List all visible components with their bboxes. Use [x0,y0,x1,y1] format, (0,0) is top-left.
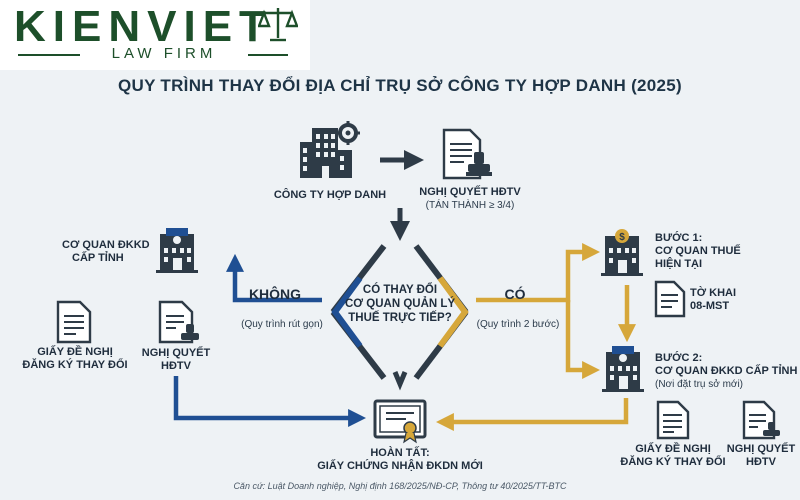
step2-line-3: (Nơi đặt trụ sở mới) [655,379,744,390]
footer-citation: Căn cứ: Luật Doanh nghiệp, Nghị định 168… [233,481,567,491]
left-authority-line-1: CƠ QUAN ĐKKD [62,239,150,251]
yes-branch-note: (Quy trình 2 bước) [476,319,560,330]
certificate-icon [373,399,427,444]
office-building-gear-icon [300,121,360,178]
right-doc1-line-1: GIẤY ĐỀ NGHỊ [635,443,711,455]
diagram-title: QUY TRÌNH THAY ĐỔI ĐỊA CHỈ TRỤ SỞ CÔNG T… [117,76,683,95]
step1-doc-line-2: 08-MST [690,300,730,312]
logo-rule-right [248,54,288,56]
resolution-top-label: NGHỊ QUYẾT HĐTV [419,186,521,198]
company-label: CÔNG TY HỢP DANH [273,189,387,201]
right-doc2-line-1: NGHỊ QUYẾT [726,443,796,455]
document-icon [654,280,686,318]
arrow-yes-branch [476,243,601,303]
done-line-1: HOÀN TẤT: [370,447,430,459]
no-branch-label: KHÔNG [248,286,302,302]
document-icon [56,300,92,344]
left-doc2-line-2: HĐTV [161,360,191,372]
logo-area: KIENVIET LAW FIRM [0,0,310,70]
resolution-top-sublabel: (TÁN THÀNH ≥ 3/4) [425,200,515,211]
step2-line-1: BƯỚC 2: [655,352,703,364]
document-icon [656,400,690,440]
document-stamp-icon [158,300,199,344]
logo-subtitle: LAW FIRM [111,45,217,62]
step1-line-2: CƠ QUAN THUẾ [655,245,741,257]
yes-branch-label: CÓ [504,286,526,302]
step1-line-3: HIỆN TẠI [655,258,703,270]
logo-rule-left [18,54,80,56]
svg-text:$: $ [619,232,625,243]
step2-line-2: CƠ QUAN ĐKKD CẤP TỈNH [655,365,798,377]
decision-line-2: CƠ QUAN QUẢN LÝ [345,298,456,310]
decision-line-1: CÓ THAY ĐỔI [362,284,438,296]
arrow-no-branch [226,253,322,303]
document-stamp-icon [742,400,780,440]
document-stamp-icon [442,128,492,180]
left-doc1-line-2: ĐĂNG KÝ THAY ĐỔI [22,359,128,371]
logo-wordmark: KIENVIET [14,2,273,51]
arrow-yes-to-step2 [565,300,601,379]
decision-line-3: THUẾ TRỰC TIẾP? [348,312,452,324]
bank-building-icon [156,228,198,273]
decision-diamond [330,244,469,391]
left-authority-line-2: CẤP TỈNH [72,252,124,264]
tax-office-icon: $ [601,229,643,276]
left-doc1-line-1: GIẤY ĐỀ NGHỊ [37,346,113,358]
step1-line-1: BƯỚC 1: [655,232,703,244]
left-doc2-line-1: NGHỊ QUYẾT [141,347,211,359]
arrow-left-docs-to-done [173,376,367,427]
scales-icon [258,8,298,42]
step1-doc-line-1: TỜ KHAI [690,287,737,299]
arrow-right-docs-to-done [435,398,629,431]
no-branch-note: (Quy trình rút gọn) [241,319,323,330]
right-doc2-line-2: HĐTV [746,456,776,468]
bank-building-icon [602,346,644,392]
right-doc1-line-2: ĐĂNG KÝ THAY ĐỔI [620,456,726,468]
done-line-2: GIẤY CHỨNG NHẬN ĐKDN MỚI [317,460,483,472]
